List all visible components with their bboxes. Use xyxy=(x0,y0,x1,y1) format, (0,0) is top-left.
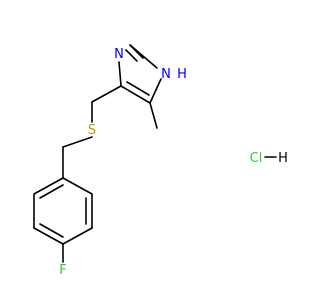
bond-c4-c5-double xyxy=(126,81,150,96)
bond-c4-c5 xyxy=(120,85,151,104)
atom-sulfur: S xyxy=(88,123,96,138)
atom-chlorine: Cl xyxy=(250,151,263,166)
atom-fluorine: F xyxy=(59,263,66,278)
bond-ar4-ar5 xyxy=(33,227,64,245)
bonds xyxy=(33,44,277,263)
bond-c2-n3-double xyxy=(125,49,138,62)
bond-n3-c4 xyxy=(118,61,122,87)
bond-ar4-ar5-inner xyxy=(39,223,64,238)
bond-ar6-ar1 xyxy=(33,177,64,195)
atom-n3: N xyxy=(114,47,124,62)
bond-ar6-ar1-inner xyxy=(39,184,64,199)
atom-n1: N xyxy=(161,67,171,82)
atom-n1-hydrogen: H xyxy=(177,67,187,82)
bond-c5-n1 xyxy=(149,78,162,104)
atom-hcl-hydrogen: H xyxy=(278,151,288,166)
bond-c4-ch2 xyxy=(91,85,122,103)
molecule-structure: N N H S F Cl H xyxy=(33,44,288,278)
atom-labels: N N H S F Cl H xyxy=(59,47,288,278)
bond-c5-methyl xyxy=(149,102,158,129)
bond-ar3-ar4 xyxy=(62,227,93,245)
bond-s-ch2 xyxy=(62,136,93,148)
bond-c2-n1 xyxy=(129,44,158,69)
bond-ar1-ar2 xyxy=(62,177,93,195)
